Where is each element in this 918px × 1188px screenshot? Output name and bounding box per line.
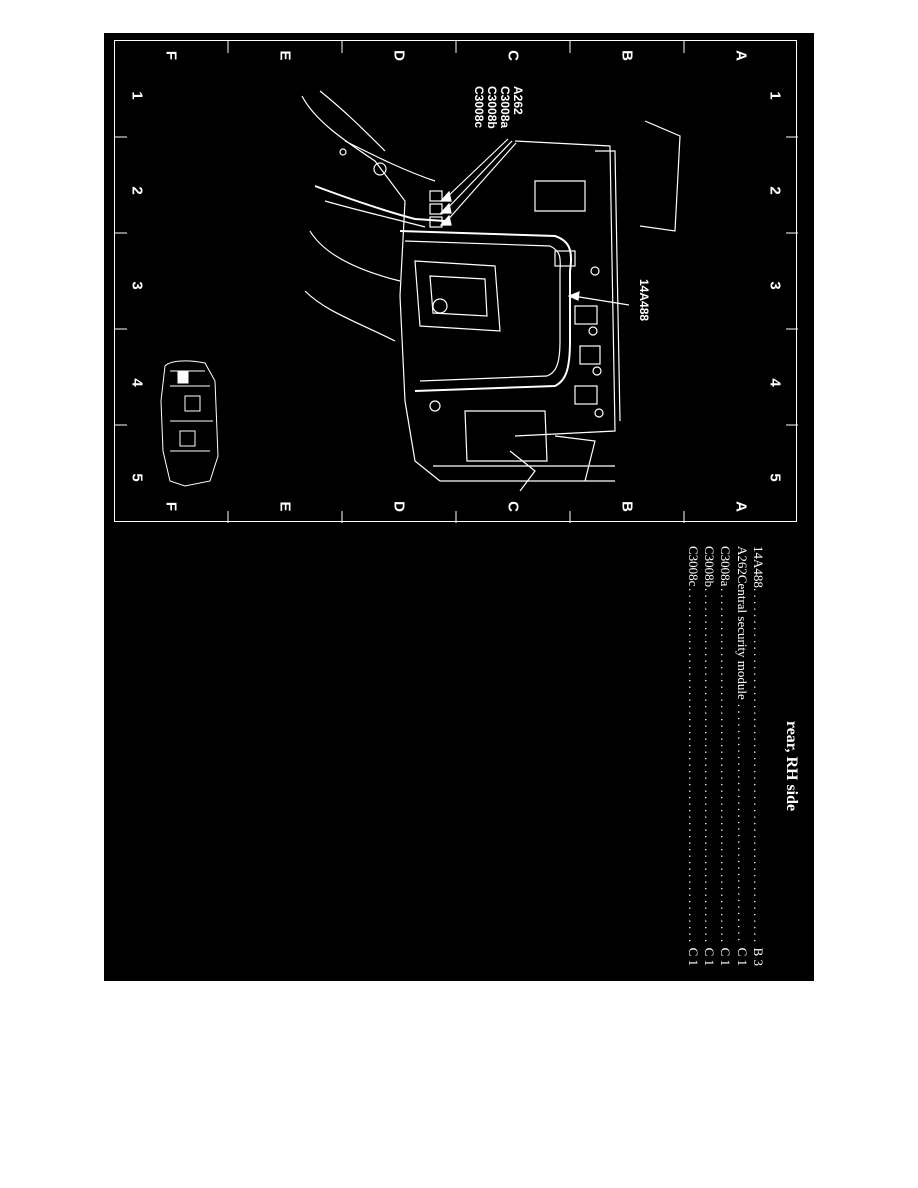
diagram-sheet: F E D C B A F E D C B A 1 2 3 4 5 1 2 3 … (104, 33, 814, 981)
diagram-frame: F E D C B A F E D C B A 1 2 3 4 5 1 2 3 … (114, 40, 798, 523)
legend-location: C 1 (702, 947, 718, 966)
legend-code: C3008a (718, 546, 734, 587)
legend-description: Central security module (734, 574, 750, 700)
legend-location: B 3 (751, 947, 766, 966)
legend-leader-dots (685, 588, 701, 944)
legend-code: C3008c (685, 546, 701, 587)
callout-c3008c: C3008c (472, 86, 486, 129)
legend-leader-dots (717, 588, 733, 944)
legend-row: C3008b C 1 (701, 546, 717, 966)
legend-code: A262 (734, 546, 750, 575)
grid-ticks (115, 41, 798, 523)
callout-c3008a: C3008a (498, 86, 512, 129)
callout-group: A262 C3008a C3008b C3008c (472, 86, 525, 129)
legend-row: A262 Central security module C 1 (733, 546, 750, 966)
legend-row: C3008c C 1 (685, 546, 701, 966)
callout-14a488: 14A488 (637, 279, 651, 322)
legend-leader-dots (701, 588, 717, 944)
legend-location: C 1 (718, 947, 734, 966)
vehicle-drawing (160, 90, 681, 492)
legend-code: 14A488 (751, 546, 766, 588)
legend-leader-dots (733, 704, 749, 944)
legend-row: C3008a C 1 (717, 546, 733, 966)
legend-row: 14A488 B 3 (750, 546, 766, 966)
callout-c3008b: C3008b (485, 86, 499, 129)
callout-a262: A262 (511, 86, 525, 115)
legend-location: C 1 (685, 947, 701, 966)
legend-location: C 1 (734, 947, 750, 966)
legend-title: rear, RH side (783, 720, 800, 812)
legend-leader-dots (750, 588, 766, 944)
legend-code: C3008b (702, 546, 718, 588)
legend: rear, RH side 14A488 B 3 A262 Central se… (685, 546, 800, 966)
